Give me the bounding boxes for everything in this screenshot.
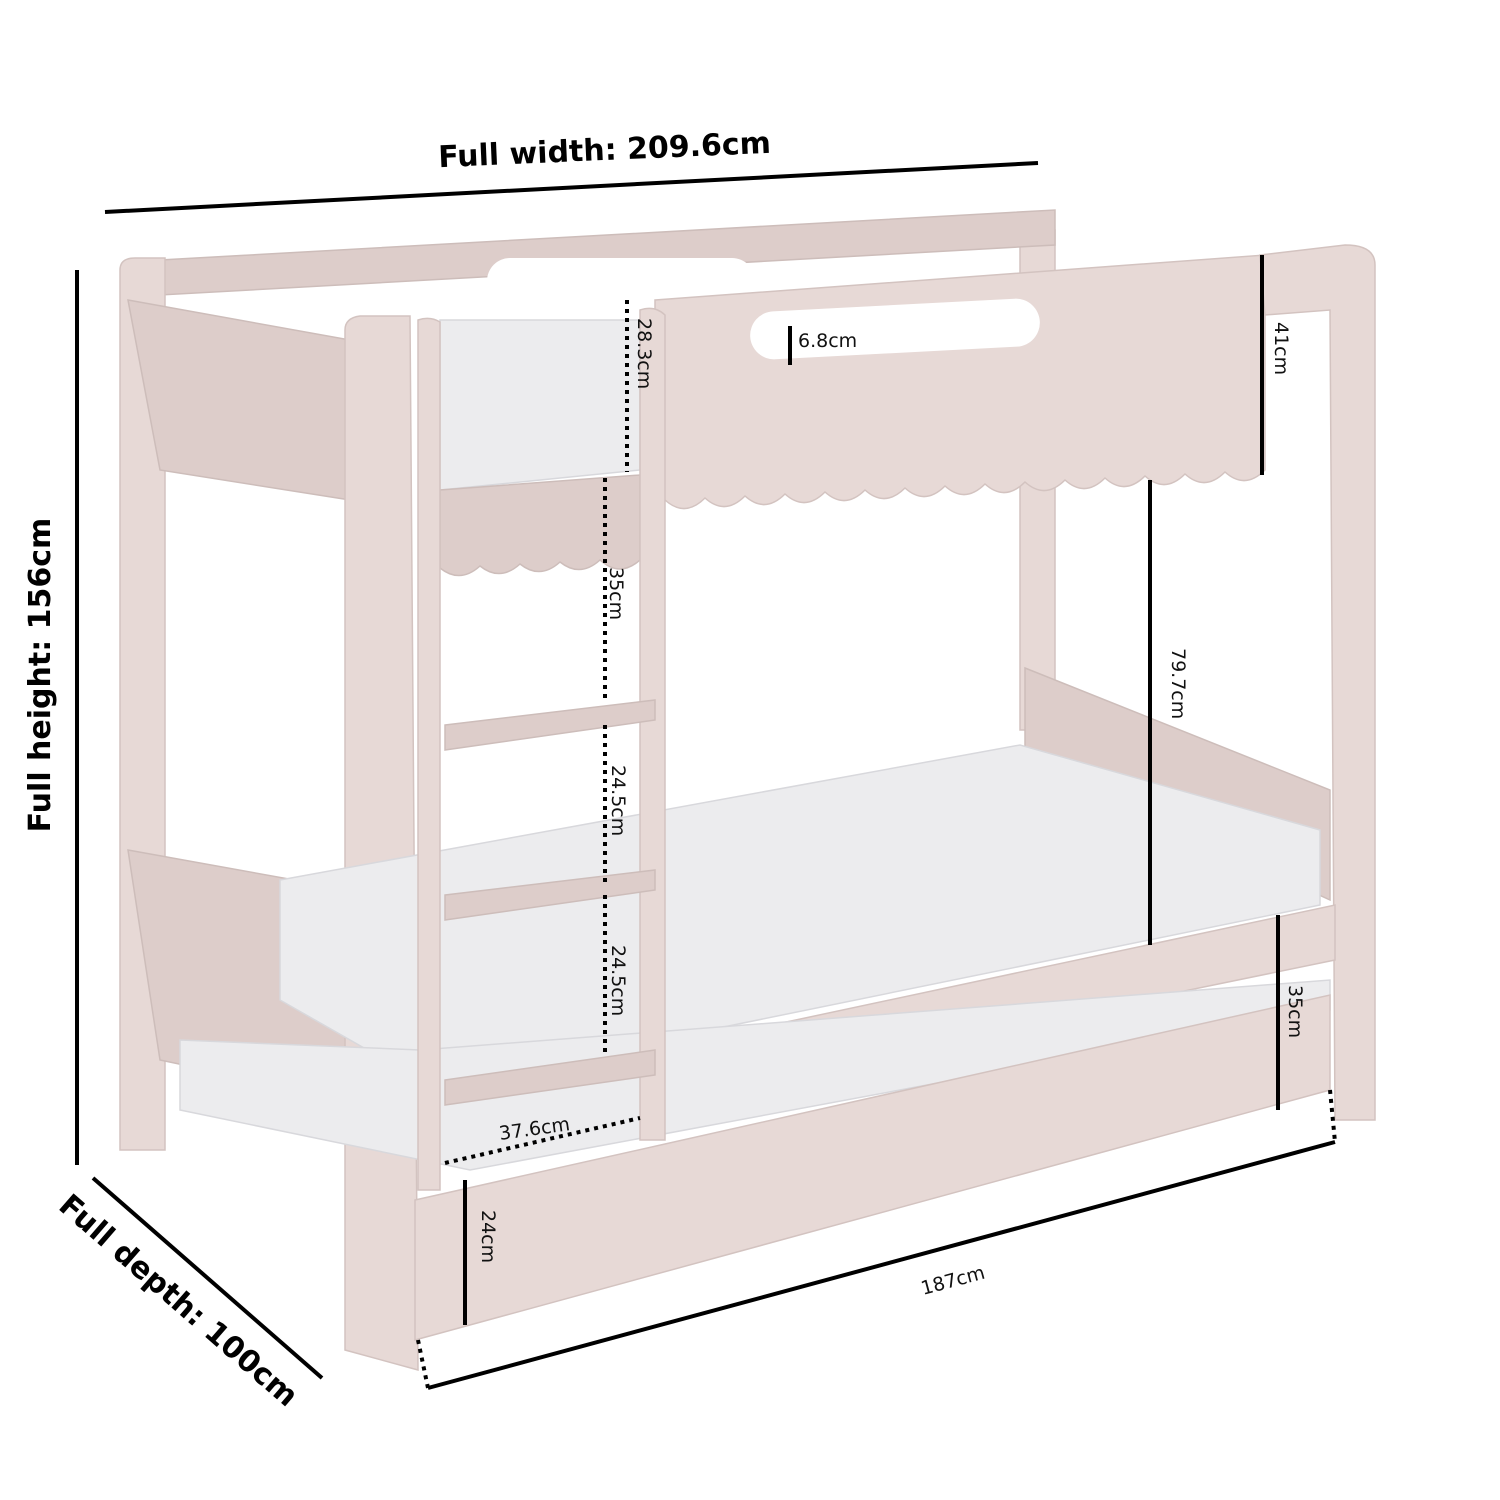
bed-length-label: 187cm [919,1262,988,1300]
handle-height-label: 6.8cm [798,330,857,352]
lower-mattress [279,744,1321,1081]
full-width-label: Full width: 209.6cm [438,126,772,175]
ladder-right-rail [639,307,666,1141]
length-line [427,1140,1336,1390]
top-mattress [439,319,641,491]
top-gap-label: 28.3cm [633,318,655,389]
width-line [104,161,1039,214]
ladder-width-line [444,1116,641,1165]
depth-line [91,1176,324,1380]
lower-height-label: 35cm [1284,985,1306,1038]
ladder-step-label: 24.5cm [607,945,629,1016]
ladder-top-label: 35cm [605,567,627,620]
top-front-guard-rail [654,254,1266,510]
top-front-scallop-rail [439,474,641,577]
ladder-rung [444,1049,656,1106]
guard-height-label: 41cm [1270,322,1292,375]
left-top-end-panel [127,299,351,501]
ladder-rung [444,869,656,921]
front-rail-handle-cutout [750,298,1040,360]
trundle-height-label: 24cm [477,1210,499,1263]
ladder-rung [444,699,656,751]
bunk-bed-illustration [119,209,1376,1371]
left-front-post [344,315,419,1371]
clearance-label: 79.7cm [1167,648,1189,719]
ladder-left-rail [417,317,441,1191]
full-height-label: Full height: 156cm [23,518,58,833]
dimension-lines [75,161,1337,1390]
length-extension [416,1339,430,1389]
full-depth-label: Full depth: 100cm [52,1188,305,1414]
right-front-post [1259,244,1376,1121]
ladder-step-label: 24.5cm [607,765,629,836]
back-rail-handle-cutout [487,258,755,304]
